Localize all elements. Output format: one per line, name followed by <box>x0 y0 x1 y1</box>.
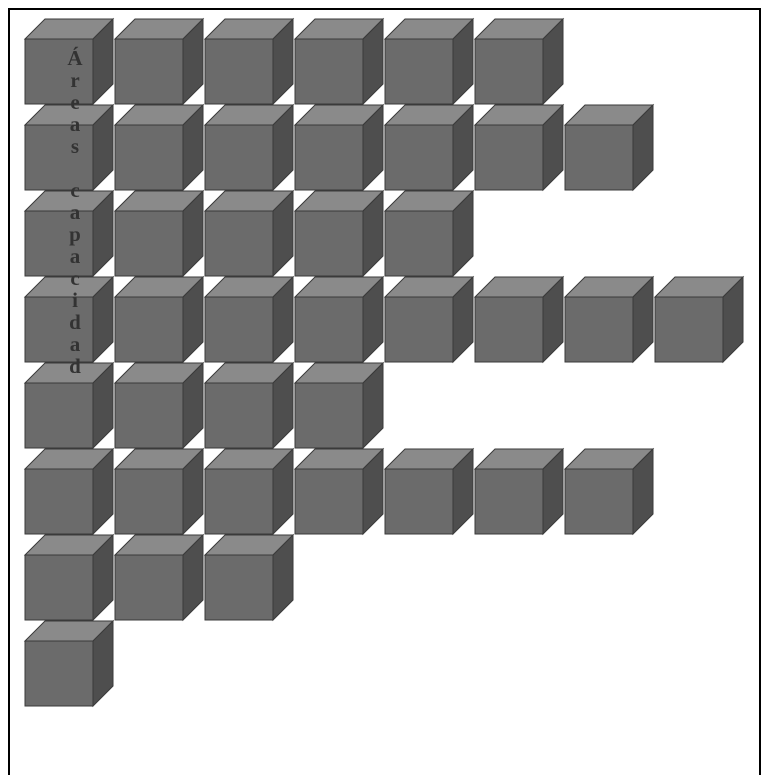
cube-row-6-col-1 <box>25 449 113 534</box>
cube-row-1-col-2 <box>115 19 203 104</box>
cube-row-7-col-3 <box>205 535 293 620</box>
cube-row-4-col-4 <box>295 277 383 362</box>
cube-row-5-col-4 <box>295 363 383 448</box>
cube-row-4-col-3 <box>205 277 293 362</box>
cube-row-4-col-5 <box>385 277 473 362</box>
cube-row-6-col-7 <box>565 449 653 534</box>
cube-row-4-col-7 <box>565 277 653 362</box>
cube-row-2-col-2 <box>115 105 203 190</box>
cube-row-1-col-1 <box>25 19 113 104</box>
cube-row-5-col-2 <box>115 363 203 448</box>
cube-row-6-col-6 <box>475 449 563 534</box>
cube-row-4-col-2 <box>115 277 203 362</box>
cube-row-4-col-6 <box>475 277 563 362</box>
cube-row-3-col-4 <box>295 191 383 276</box>
cube-row-7-col-2 <box>115 535 203 620</box>
cube-row-6-col-4 <box>295 449 383 534</box>
cube-row-5-col-1 <box>25 363 113 448</box>
cube-row-6-col-2 <box>115 449 203 534</box>
cube-row-1-col-3 <box>205 19 293 104</box>
cube-row-1-col-5 <box>385 19 473 104</box>
cube-row-1-col-6 <box>475 19 563 104</box>
cube-row-2-col-6 <box>475 105 563 190</box>
cube-row-5-col-3 <box>205 363 293 448</box>
cube-row-3-col-2 <box>115 191 203 276</box>
cube-row-2-col-1 <box>25 105 113 190</box>
cube-row-2-col-4 <box>295 105 383 190</box>
cube-row-3-col-5 <box>385 191 473 276</box>
cube-row-3-col-3 <box>205 191 293 276</box>
cube-row-1-col-4 <box>295 19 383 104</box>
cube-row-2-col-5 <box>385 105 473 190</box>
cube-row-6-col-5 <box>385 449 473 534</box>
cube-row-2-col-3 <box>205 105 293 190</box>
cube-row-3-col-1 <box>25 191 113 276</box>
cube-row-2-col-7 <box>565 105 653 190</box>
cube-row-4-col-1 <box>25 277 113 362</box>
cube-row-7-col-1 <box>25 535 113 620</box>
cube-row-4-col-8 <box>655 277 743 362</box>
cube-row-8-col-1 <box>25 621 113 706</box>
cube-row-6-col-3 <box>205 449 293 534</box>
